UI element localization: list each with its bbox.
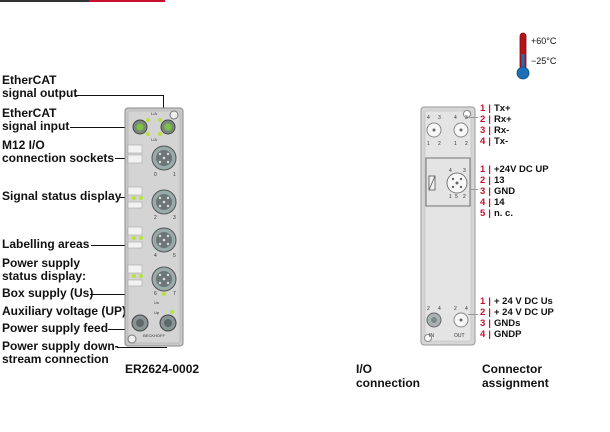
top-bar-dark: [0, 0, 89, 2]
m12-socket-2: 2 3: [127, 186, 177, 221]
m12-socket-1: 0 1: [127, 144, 177, 178]
svg-text:2: 2: [438, 141, 441, 147]
power-in-label: IN: [429, 333, 434, 339]
thermometer-icon: [516, 32, 530, 80]
svg-text:Us: Us: [154, 300, 159, 305]
svg-text:4: 4: [454, 115, 457, 121]
label-box-supply: Box supply (Us): [2, 286, 94, 300]
la-mark-2: L/A: [151, 137, 157, 142]
svg-text:2: 2: [427, 306, 430, 312]
leader-ethercat-input: [70, 127, 138, 128]
top-bar-red: [89, 0, 165, 2]
module-er2624: L/A L/A 0 1 2 3 4 5: [124, 107, 184, 347]
product-name: ER2624-0002: [125, 362, 200, 376]
svg-text:5: 5: [173, 253, 176, 259]
svg-text:6: 6: [154, 291, 157, 297]
io-power-ports: 2 4 2 4 IN OUT: [426, 306, 469, 339]
svg-text:Up: Up: [154, 310, 160, 315]
svg-text:2: 2: [465, 141, 468, 147]
temp-max: +60°C: [531, 36, 557, 46]
svg-text:2: 2: [154, 215, 157, 221]
svg-text:4: 4: [449, 168, 452, 174]
svg-text:2: 2: [463, 194, 466, 200]
svg-text:4: 4: [154, 253, 157, 259]
svg-text:1: 1: [449, 194, 452, 200]
svg-text:0: 0: [154, 172, 157, 178]
svg-text:3: 3: [463, 168, 466, 174]
svg-text:1: 1: [173, 172, 176, 178]
svg-text:3: 3: [173, 215, 176, 221]
leader-io-assign: [470, 189, 478, 190]
svg-text:3: 3: [465, 115, 468, 121]
la-mark-1: L/A: [151, 111, 157, 116]
power-out-label: OUT: [454, 333, 465, 339]
svg-text:4: 4: [427, 115, 430, 121]
leader-power-downstream: [117, 347, 167, 348]
leader-ethercat-output: [76, 95, 163, 96]
m12-socket-4: 6 7: [127, 264, 177, 297]
svg-text:5: 5: [455, 194, 458, 200]
io-ethercat-ports: 4 3 1 2 4 3 1 2: [426, 115, 469, 147]
svg-text:4: 4: [465, 306, 468, 312]
label-power-feed: Power supply feed: [2, 321, 109, 335]
svg-text:1: 1: [427, 141, 430, 147]
label-power-downstream: Power supply down-stream connection: [2, 339, 119, 366]
m12-socket-3: 4 5: [127, 226, 177, 259]
svg-text:1: 1: [454, 141, 457, 147]
leader-labelling-areas: [91, 245, 133, 246]
temp-min: −25°C: [531, 56, 557, 66]
io-connection-module: 4 3 1 2 4 3 1 2 4 3 1 5 2 2 4 2 4 IN OUT: [420, 106, 476, 346]
brand-mark: BECKHOFF: [143, 333, 165, 338]
svg-text:3: 3: [438, 115, 441, 121]
leader-power-assign: [468, 314, 478, 315]
leader-power-feed: [108, 329, 138, 330]
svg-text:2: 2: [454, 306, 457, 312]
io-socket-schematic: 4 3 1 5 2: [425, 157, 471, 207]
label-labelling-areas: Labelling areas: [2, 237, 90, 251]
svg-text:7: 7: [173, 291, 176, 297]
label-aux-voltage: Auxiliary voltage (UP): [2, 304, 127, 318]
label-signal-status: Signal status display: [2, 189, 122, 203]
leader-ethercat-assign: [468, 117, 478, 118]
svg-text:4: 4: [438, 306, 441, 312]
